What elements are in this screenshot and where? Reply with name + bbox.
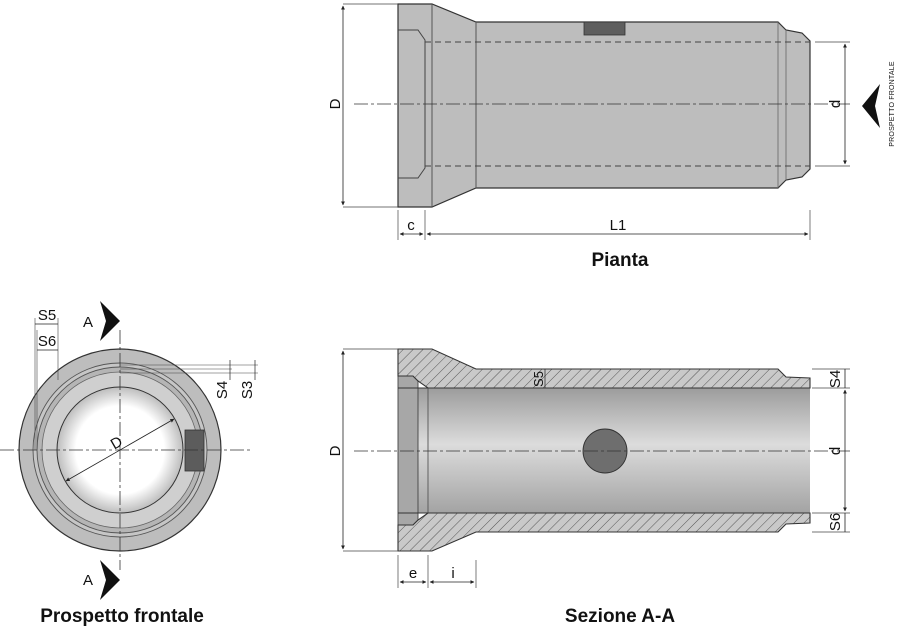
plan-title: Pianta (591, 250, 648, 271)
section-dim-d: d (827, 447, 844, 455)
front-title: Prospetto frontale (40, 606, 204, 627)
plan-dim-D: D (327, 98, 344, 109)
section-wall-top (397, 348, 811, 389)
section-dim-i: i (451, 565, 454, 582)
section-wall-bottom (397, 512, 811, 552)
front-dim-S6: S6 (38, 333, 56, 350)
section-dim-e: e (409, 565, 417, 582)
section-arrow-bottom-icon (100, 560, 120, 600)
plan-dim-L1: L1 (610, 217, 627, 234)
front-dim-S5: S5 (38, 307, 56, 324)
front-view: D S5 S6 S4 S3 A A Prospetto frontale (0, 301, 258, 627)
plan-view: D d c L1 PROSPETTO FRONTALE Pianta (327, 3, 896, 271)
front-dim-S3: S3 (239, 381, 256, 399)
section-arrow-top-icon (100, 301, 120, 341)
section-dim-S5: S5 (531, 371, 546, 387)
front-view-arrow-icon (862, 84, 880, 128)
section-marker-top-label: A (83, 314, 93, 331)
front-dim-S4: S4 (214, 381, 231, 399)
section-title: Sezione A-A (565, 606, 675, 627)
section-view: D S4 d S6 S5 e i Sezione A-A (327, 348, 850, 627)
plan-dim-d: d (827, 100, 844, 108)
plan-lifting-hole (583, 21, 626, 36)
section-marker-bottom-label: A (83, 572, 93, 589)
section-socket-recess (397, 375, 419, 526)
front-lifting-hole (184, 429, 205, 472)
section-dim-D: D (327, 445, 344, 456)
section-dim-S4: S4 (827, 370, 844, 388)
front-dim-D-line (65, 418, 175, 482)
front-view-arrow-label: PROSPETTO FRONTALE (889, 61, 896, 147)
plan-dim-c: c (407, 217, 415, 234)
plan-pipe-body (397, 3, 811, 208)
section-dim-S6: S6 (827, 513, 844, 531)
